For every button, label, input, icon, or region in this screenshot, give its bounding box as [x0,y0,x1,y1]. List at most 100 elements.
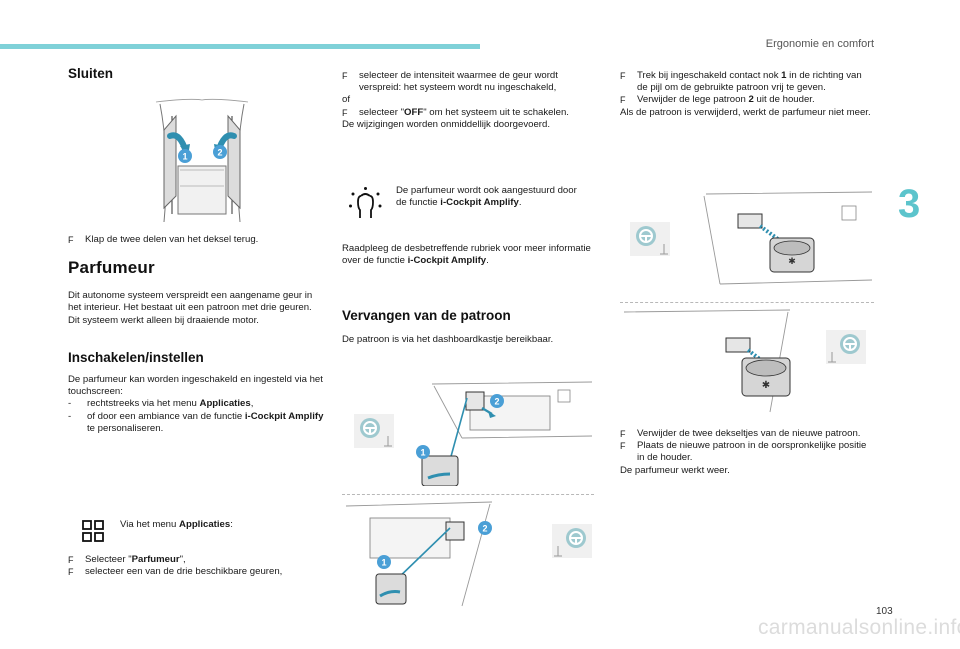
column-right: Trek bij ingeschakeld contact nok 1 in d… [620,70,874,119]
badge-1 [178,149,192,163]
column-right-bottom: Verwijder de twee dekseltjes van de nieu… [620,428,874,477]
consult-text-pre: Raadpleeg de desbetreffende rubriek voor… [342,243,591,267]
enable-option-amplify-bold: i-Cockpit Amplify [244,410,324,422]
amplify-note: De parfumeur wordt ook aangestuurd door … [396,185,586,209]
step-fold-lid: Klap de twee delen van het deksel terug. [68,234,326,246]
enable-option-applicaties: rechtstreeks via het menu Applicaties, [68,398,326,410]
section-title: Ergonomie en comfort [765,38,874,50]
steering-lhd-glyph [354,414,394,448]
step-place-cartridge: Plaats de nieuwe patroon in de oorspronk… [620,440,874,464]
enable-option-applicaties-bold: Applicaties [199,398,251,410]
glovebox-drawing-bottom: 2 1 [345,501,493,607]
badge-2-top-label: 2 [494,397,499,407]
menu-note-bold: Applicaties [179,519,231,530]
chapter-number: 3 [898,182,921,226]
step-intensity: selecteer de intensiteit waarmee de geur… [342,70,594,94]
scent-symbol: ✱ [788,257,796,267]
menu-note-end: : [230,519,233,530]
column-middle: selecteer de intensiteit waarmee de geur… [342,70,594,131]
column-left-text: Klap de twee delen van het deksel terug. [68,234,326,246]
step-off-text: selecteer " [359,106,404,118]
step-remove-end: uit de houder. [753,94,815,106]
page-number: 103 [876,606,893,617]
glovebox-illustration-bottom: 2 1 [342,500,594,608]
enable-option-amplify: of door een ambiance van de functie i-Co… [68,411,326,435]
person-voice-glyph [349,187,382,218]
badge-2-bottom [478,521,492,535]
cartridge-drawing-top: ✱ [703,191,873,285]
step-remove-covers: Verwijder de twee dekseltjes van de nieu… [620,428,874,440]
voice-assistant-icon [348,186,382,224]
step-pull-bold: 1 [781,70,787,81]
step-remove-cartridge: Verwijder de lege patroon 2 uit de houde… [620,94,874,106]
cartridge-drawing-bottom: ✱ [623,309,791,413]
consult-text: Raadpleeg de desbetreffende rubriek voor… [342,243,594,267]
badge-2-label: 2 [217,148,222,158]
enable-paragraph: De parfumeur kan worden ingeschakeld en … [68,374,323,398]
step-select-parfumeur: Selecteer "Parfumeur", [68,554,326,566]
enable-option-amplify-text: of door een ambiance van de functie [87,410,245,422]
badge-1-label: 1 [182,152,187,162]
intro-paragraph-2: Dit systeem werkt alleen bij draaiende m… [68,314,259,326]
amplify-note-end: . [518,197,522,209]
consult-text-bold: i-Cockpit Amplify [407,255,487,267]
step-pull-text: Trek bij ingeschakeld contact nok [637,70,782,81]
watermark: carmanualsonline.info [758,616,960,639]
apps-grid-glyph [82,520,104,542]
steering-lhd-icon-right [630,222,670,256]
or-text: of [342,94,351,106]
apps-grid-icon [82,520,104,542]
step-choose-scent: selecteer een van de drie beschikbare ge… [68,566,326,578]
step-select-bold: Parfumeur [131,554,180,565]
armrest-lid-illustration: 1 2 [150,96,254,224]
step-remove-bold: 2 [748,94,754,106]
steering-lhd-icon [354,414,394,448]
enable-option-applicaties-end: , [250,398,254,410]
changes-text: De wijzigingen worden onmiddellijk doorg… [342,118,550,130]
badge-1-top [416,445,430,459]
badge-1-bottom-label: 1 [381,558,386,568]
replace-paragraph: De patroon is via het dashboardkastje be… [342,334,554,346]
badge-1-bottom [377,555,391,569]
scent-symbol-bottom: ✱ [762,380,770,391]
divider-middle [342,494,594,495]
glovebox-illustration-top: 2 1 [342,378,594,487]
enable-option-applicaties-text: rechtstreeks via het menu [87,398,200,410]
step-off-end: " om het systeem uit te schakelen. [423,106,569,118]
step-remove-text: Verwijder de lege patroon [637,94,749,106]
section-heading-inschakelen: Inschakelen/instellen [68,349,204,365]
after-remove-text: Als de patroon is verwijderd, werkt de p… [620,106,871,118]
glovebox-drawing-top: 2 1 [416,381,593,487]
badge-1-top-label: 1 [420,448,425,458]
section-heading-vervangen: Vervangen van de patroon [342,308,511,323]
steering-rhd-glyph [552,524,592,558]
armrest-lid-drawing: 1 2 [150,96,254,224]
badge-2-top [490,394,504,408]
intro-paragraph-1: Dit autonome systeem verspreidt een aang… [68,290,313,314]
steering-rhd-icon [552,524,592,558]
step-off: selecteer "OFF" om het systeem uit te sc… [342,107,594,119]
badge-2 [213,145,227,159]
menu-note-text: Via het menu [120,519,180,530]
steering-rhd-icon-right [826,330,866,364]
step-pull-tab: Trek bij ingeschakeld contact nok 1 in d… [620,70,874,94]
amplify-note-bold: i-Cockpit Amplify [440,197,519,209]
column-left: Sluiten [68,66,326,81]
header-accent-bar [0,44,480,49]
cartridge-illustration-top: ✱ [620,190,874,298]
divider-right [620,302,874,303]
steering-rhd-glyph-right [826,330,866,364]
parfumeur-section: Parfumeur Dit autonome systeem verspreid… [68,259,326,435]
consult-text-end: . [486,255,489,267]
menu-note: Via het menu Applicaties: [120,519,320,531]
section-heading-sluiten: Sluiten [68,66,114,81]
steering-lhd-glyph-right [630,222,670,256]
select-steps: Selecteer "Parfumeur", selecteer een van… [68,554,326,579]
amplify-note-text: De parfumeur wordt ook aangestuurd door … [396,185,577,209]
step-pull-end: in de richting van de pijl om de gebruik… [637,70,862,94]
step-select-end: ", [179,554,186,565]
consult-paragraph: Raadpleeg de desbetreffende rubriek voor… [342,243,594,267]
badge-2-bottom-label: 2 [482,524,487,534]
step-select-text: Selecteer " [85,554,132,565]
step-off-bold: OFF [404,106,424,118]
